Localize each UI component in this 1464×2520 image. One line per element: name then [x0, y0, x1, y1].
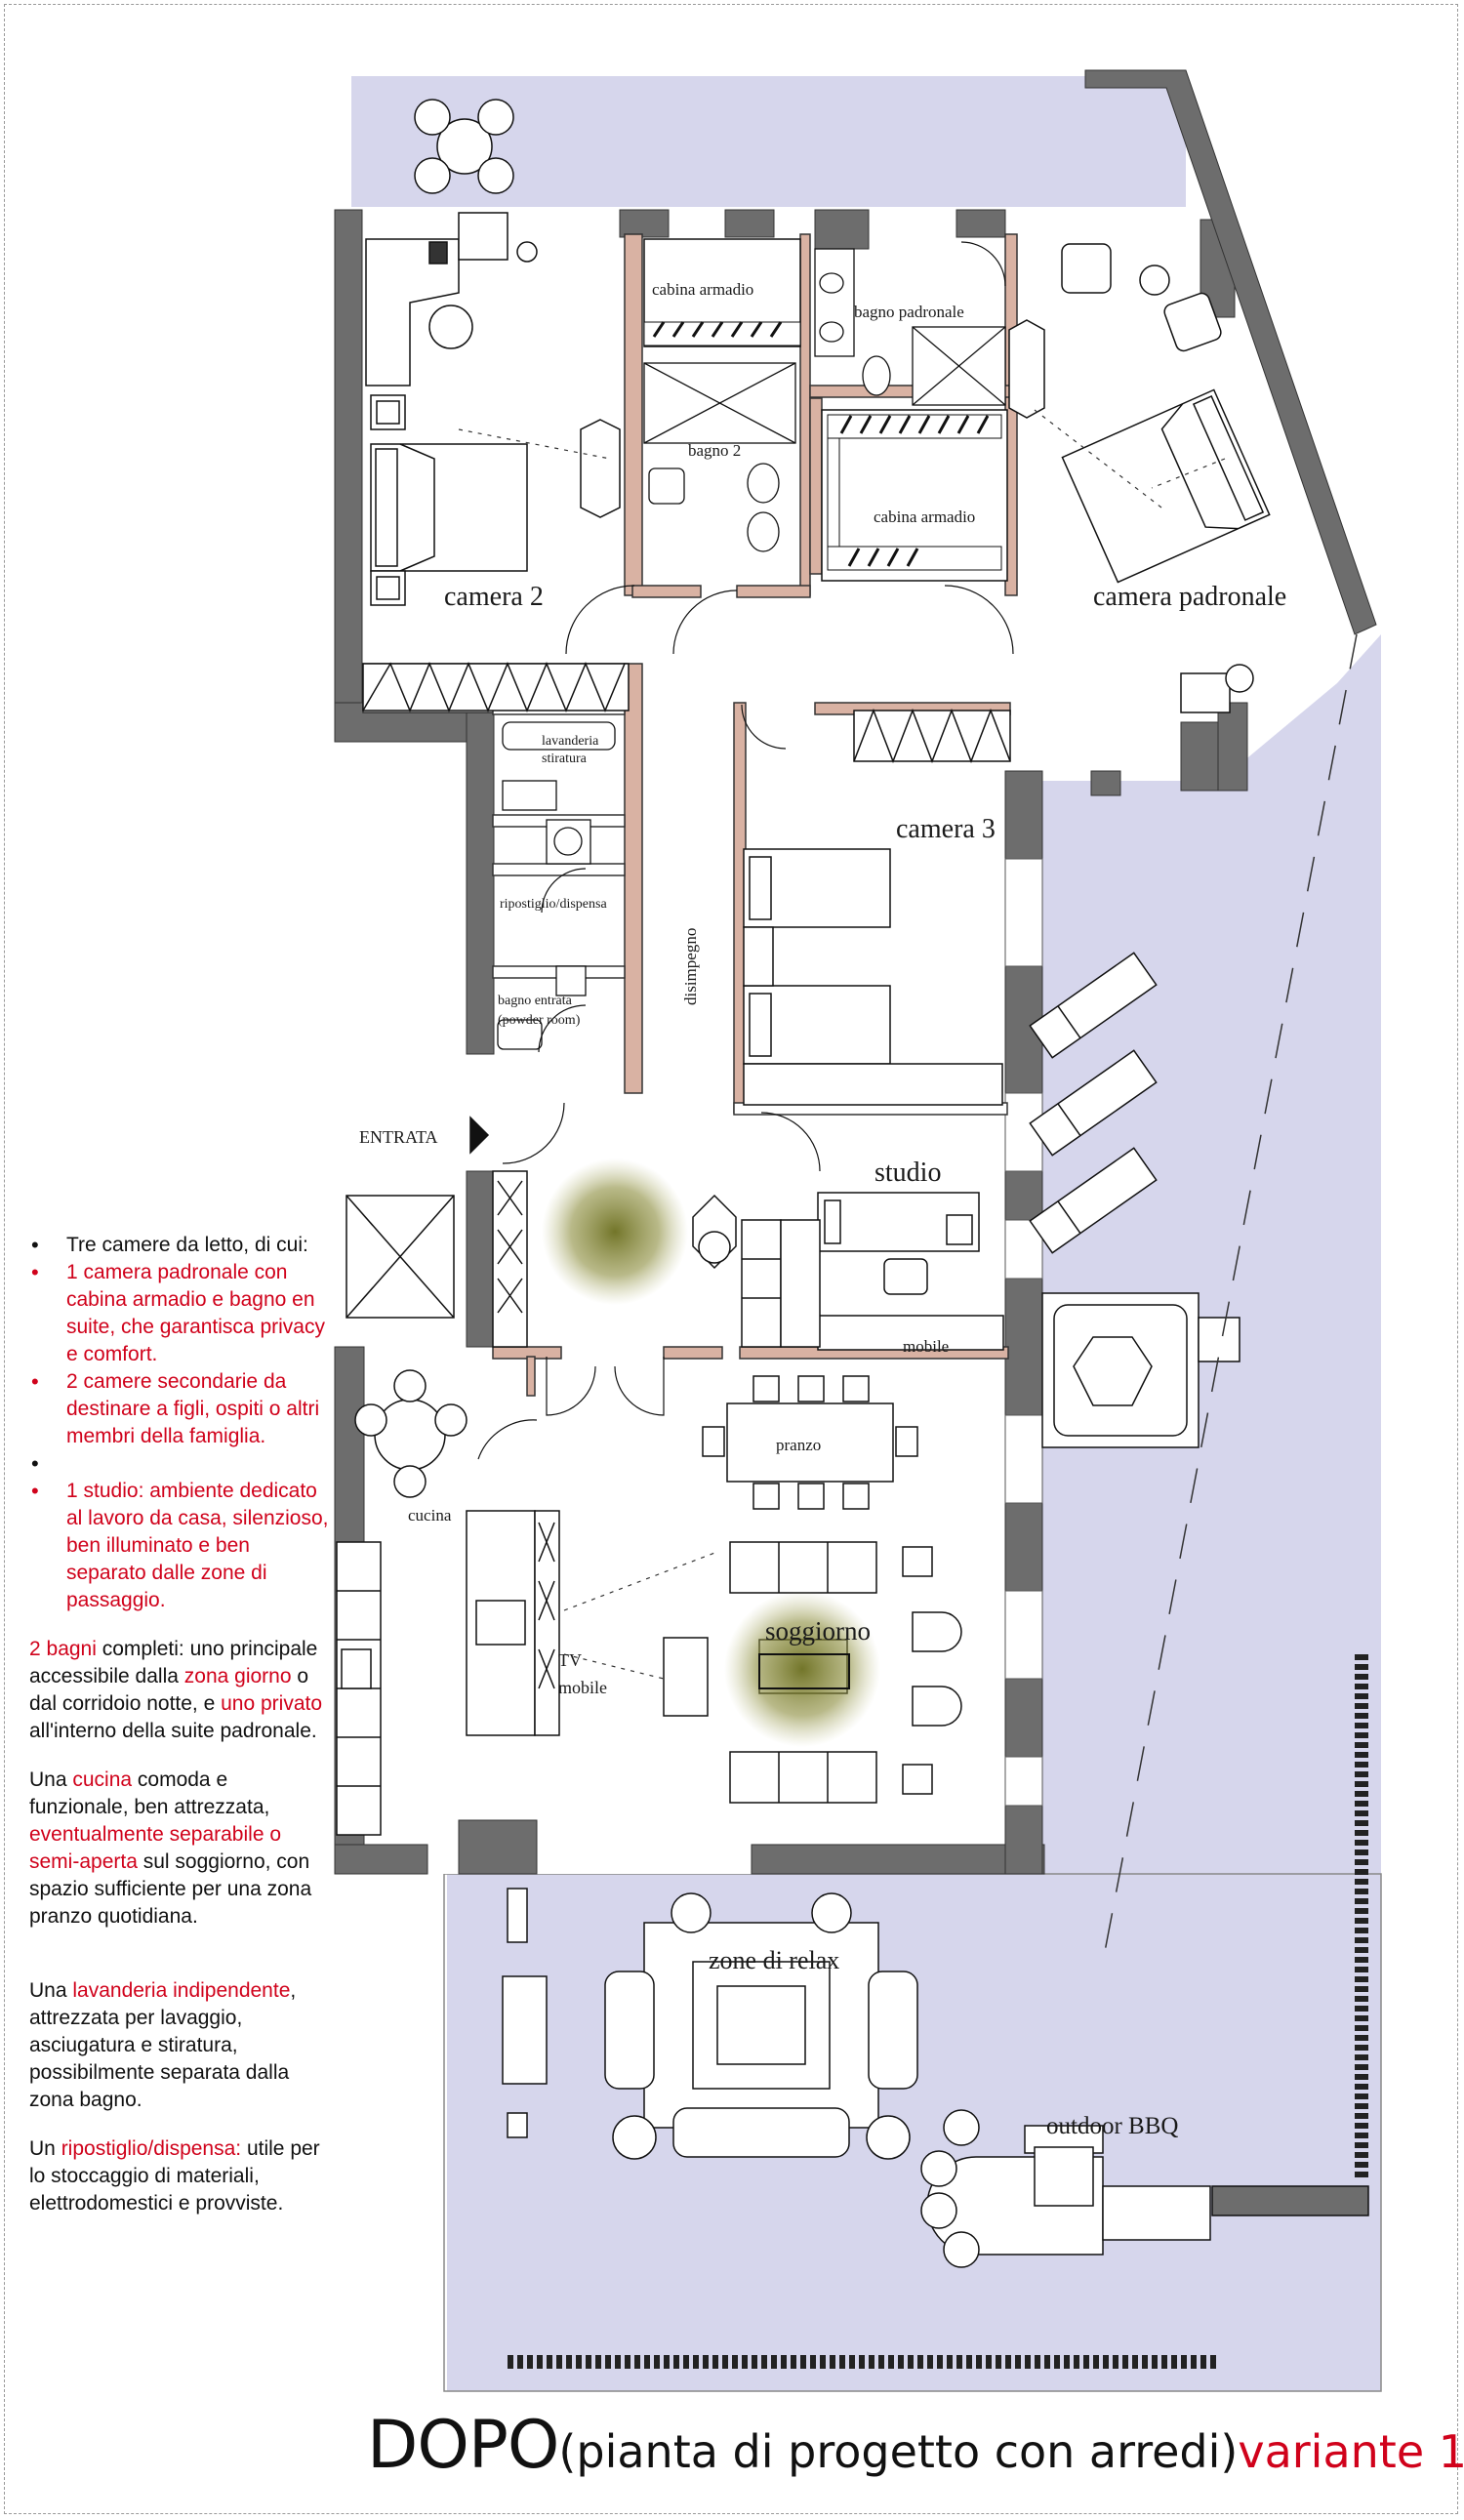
dining-set [702, 1375, 918, 1510]
label-bagno-padronale: bagno padronale [854, 303, 964, 321]
label-powder-room: (powder room) [498, 1013, 581, 1028]
terrace-table-top [414, 99, 514, 194]
relax-zone [604, 1892, 918, 2160]
cabina-armadio-1 [643, 238, 801, 347]
label-pranzo: pranzo [776, 1436, 821, 1454]
label-camera-3: camera 3 [896, 814, 996, 844]
label-cabina-armadio-1: cabina armadio [652, 280, 753, 299]
label-disimpegno: disimpegno [681, 928, 700, 1005]
kitchen [336, 1369, 560, 1836]
hedges [508, 1654, 1368, 2369]
title-main: DOPO [367, 2407, 559, 2484]
label-ripostiglio: ripostiglio/dispensa [500, 897, 607, 912]
requirements-legend: •Tre camere da letto, di cui: •1 camera … [29, 1232, 332, 2217]
title-subtitle: (pianta di progetto con arredi) [558, 2425, 1239, 2478]
mirrors [580, 319, 1045, 1270]
page-frame [4, 4, 1458, 2514]
legend-bullet-master: •1 camera padronale con cabina armadio e… [31, 1260, 325, 1365]
label-outdoor-bbq: outdoor BBQ [1046, 2113, 1178, 2139]
bathroom-fixtures [497, 248, 1006, 1050]
label-tv-mobile: mobile [558, 1678, 607, 1697]
label-stiratura: stiratura [542, 752, 588, 766]
label-tv: TV [558, 1650, 582, 1670]
cabina-armadio-2 [821, 409, 1008, 582]
beds [370, 388, 1271, 1106]
plant-glow-living [724, 1591, 880, 1747]
legend-bullet-bedrooms: •Tre camere da letto, di cui: [31, 1233, 308, 1257]
legend-kitchen: Una cucina comoda e funzionale, ben attr… [29, 1768, 312, 1928]
label-entrata: ENTRATA [359, 1127, 438, 1147]
label-cabina-armadio-2: cabina armadio [874, 508, 975, 526]
windows [1004, 858, 1043, 1807]
sun-loungers [1029, 952, 1158, 1254]
label-camera-2: camera 2 [444, 582, 544, 612]
coffee-table [758, 1653, 850, 1689]
legend-bullet-secondary: •2 camere secondarie da destinare a figl… [31, 1369, 320, 1447]
terrace-top [351, 76, 1186, 207]
bbq-area [920, 2109, 1369, 2268]
label-studio: studio [874, 1158, 941, 1188]
label-cucina: cucina [408, 1506, 452, 1524]
legend-bullet-empty: • [31, 1451, 39, 1476]
label-bagno-entrata: bagno entrata [498, 994, 573, 1008]
entrance [346, 1116, 528, 1348]
label-zone-relax: zone di relax [709, 1946, 839, 1974]
label-soggiorno: soggiorno [765, 1616, 871, 1646]
legend-bullet-studio: •1 studio: ambiente dedicato al lavoro d… [31, 1479, 329, 1611]
label-camera-padronale: camera padronale [1093, 582, 1286, 612]
doors [477, 241, 1014, 1460]
hot-tub [1041, 1292, 1240, 1448]
terrace-storage [502, 1888, 548, 2138]
label-lavanderia: lavanderia [542, 734, 599, 749]
tv-sightlines [458, 409, 1226, 1680]
title-variant: variante 1 [1238, 2425, 1464, 2478]
wardrobes [362, 662, 1011, 764]
desk-camera2 [365, 212, 538, 386]
armchairs [1061, 243, 1254, 713]
legend-bathrooms: 2 bagni completi: uno principale accessi… [29, 1638, 323, 1742]
legend-laundry: Una lavanderia indipendente, attrezzata … [29, 1979, 297, 2111]
label-bagno-2: bagno 2 [688, 441, 741, 460]
label-mobile: mobile [903, 1337, 949, 1356]
legend-storage: Un ripostiglio/dispensa: utile per lo st… [29, 2137, 320, 2215]
plant-glow-entrance [542, 1158, 688, 1305]
page-title: DOPO(pianta di progetto con arredi)varia… [367, 2407, 1464, 2484]
studio-furniture [741, 1192, 1004, 1351]
